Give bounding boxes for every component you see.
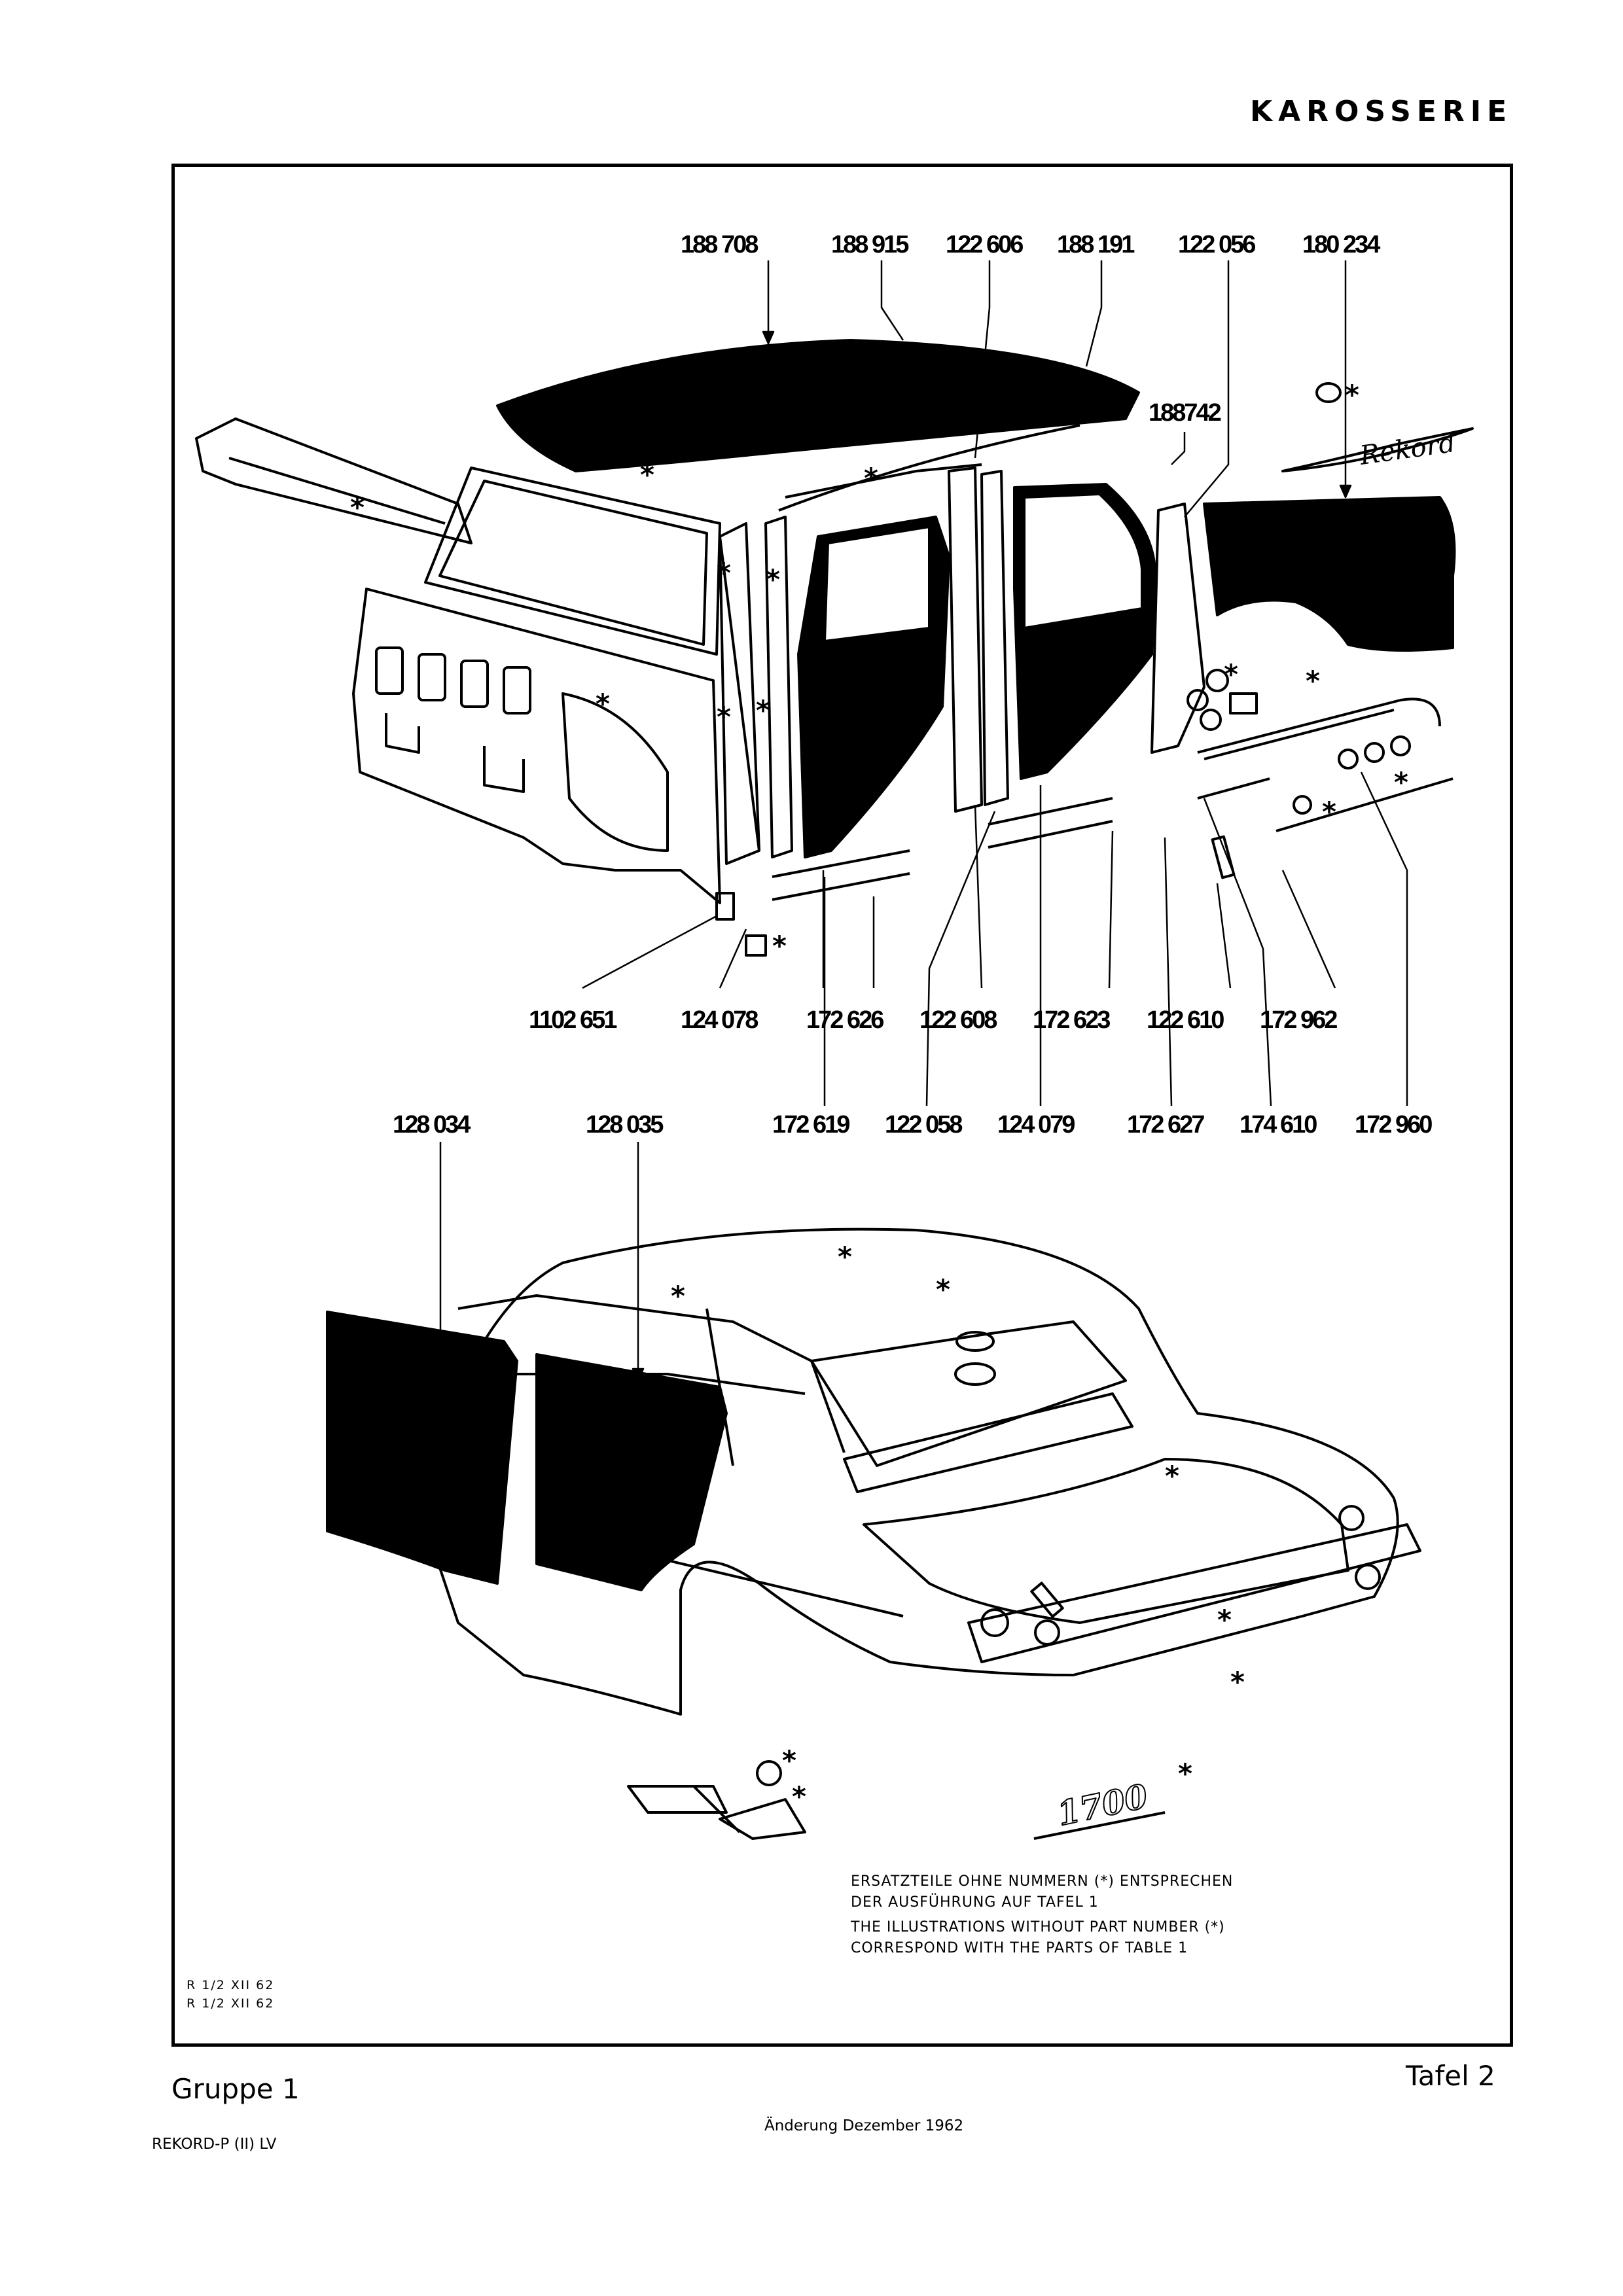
- asterisk-marker: *: [1217, 1604, 1232, 1636]
- asterisk-marker: *: [766, 563, 780, 595]
- asterisk-marker: *: [1322, 796, 1336, 828]
- part-number-callout: 128 034: [393, 1111, 471, 1139]
- small-parts: [715, 382, 1454, 957]
- part-number-callout: 174 610: [1240, 1111, 1317, 1139]
- asterisk-marker: *: [640, 459, 654, 491]
- rear-quarter-panel: [1203, 496, 1456, 652]
- asterisk-marker: *: [782, 1744, 796, 1776]
- asterisk-marker: *: [350, 491, 365, 523]
- part-number-callout: 122 056: [1178, 231, 1256, 258]
- front-door: [797, 516, 950, 858]
- roof-rails: [778, 424, 1080, 512]
- asterisk-marker: *: [838, 1241, 852, 1273]
- front-bulkhead: [352, 588, 721, 904]
- dash-cowl-panel: [195, 417, 473, 544]
- a-pillars: [719, 516, 793, 865]
- bottom-leader-lines: [434, 1142, 645, 1382]
- asterisk-marker: *: [936, 1273, 950, 1305]
- group-label: Gruppe 1: [171, 2073, 300, 2105]
- part-number-callout: 122 608: [919, 1006, 997, 1034]
- part-number-callout: 188 915: [831, 231, 909, 258]
- asterisk-marker: *: [1394, 766, 1408, 798]
- b-pillar: [948, 467, 1009, 813]
- diagram-frame: [171, 164, 1513, 2047]
- asterisk-marker: *: [1224, 658, 1238, 690]
- asterisk-marker: *: [756, 694, 770, 726]
- part-number-callout: 172 623: [1033, 1006, 1111, 1034]
- asterisk-marker: *: [1345, 379, 1359, 411]
- top-leader-lines: [582, 260, 1408, 1106]
- c-pillar: [1150, 503, 1205, 754]
- part-number-callout: 188 708: [681, 231, 758, 258]
- model-label: REKORD-P (II) LV: [152, 2136, 277, 2153]
- asterisk-marker: *: [864, 462, 878, 494]
- rear-door: [1013, 483, 1156, 780]
- part-number-callout: 122 606: [946, 231, 1024, 258]
- part-number-callout: 172 627: [1127, 1111, 1205, 1139]
- part-number-callout: 122 610: [1147, 1006, 1224, 1034]
- asterisk-marker: *: [1178, 1757, 1192, 1790]
- bottom-small-parts: [627, 1581, 1166, 1840]
- asterisk-marker: *: [772, 930, 787, 962]
- asterisk-marker: *: [792, 1780, 806, 1812]
- note-de-line-1: ERSATZTEILE OHNE NUMMERN (*) ENTSPRECHEN: [851, 1873, 1234, 1890]
- asterisk-marker: *: [596, 688, 610, 720]
- asterisk-marker: *: [1306, 665, 1320, 697]
- part-number-callout: 1102 651: [529, 1006, 617, 1034]
- part-number-callout: 172 962: [1260, 1006, 1338, 1034]
- asterisk-marker: *: [1165, 1460, 1179, 1492]
- asterisk-marker: *: [717, 557, 731, 589]
- rekord-emblem-text: Rekord: [1357, 428, 1457, 471]
- no-part-number-markers: * * * * * * * * * * * * * * * * * * * * …: [350, 379, 1408, 1812]
- roof-panel: [496, 339, 1140, 472]
- part-number-callout: 128 035: [586, 1111, 664, 1139]
- part-number-callout: 172 619: [772, 1111, 850, 1139]
- change-note: Änderung Dezember 1962: [764, 2117, 964, 2134]
- asterisk-marker: *: [671, 1280, 685, 1312]
- rear-doors-outer-panels: [326, 1311, 728, 1591]
- part-number-callout: 122 058: [885, 1111, 963, 1139]
- part-number-callout: 172 960: [1355, 1111, 1433, 1139]
- section-title: KAROSSERIE: [1250, 95, 1513, 128]
- part-number-callout: 124 079: [997, 1111, 1075, 1139]
- plate-label: Tafel 2: [1406, 2060, 1495, 2092]
- asterisk-marker: *: [1230, 1666, 1245, 1698]
- part-number-callout: 188742: [1149, 399, 1222, 427]
- part-number-callout: 180 234: [1302, 231, 1380, 258]
- windshield-frame: [424, 467, 721, 656]
- part-number-callout: 172 626: [806, 1006, 884, 1034]
- part-number-callout: 124 078: [681, 1006, 758, 1034]
- note-en-line-2: CORRESPOND WITH THE PARTS OF TABLE 1: [851, 1940, 1188, 1956]
- note-de-line-2: DER AUSFÜHRUNG AUF TAFEL 1: [851, 1894, 1099, 1911]
- rekord-script-emblem: Rekord: [1281, 427, 1474, 472]
- revision-code: R 1/2 XII 62: [187, 1996, 275, 2011]
- note-en-line-1: THE ILLUSTRATIONS WITHOUT PART NUMBER (*…: [851, 1919, 1225, 1935]
- revision-code: R 1/2 XII 62: [187, 1978, 275, 1992]
- asterisk-marker: *: [717, 701, 731, 733]
- part-number-callout: 188 191: [1057, 231, 1135, 258]
